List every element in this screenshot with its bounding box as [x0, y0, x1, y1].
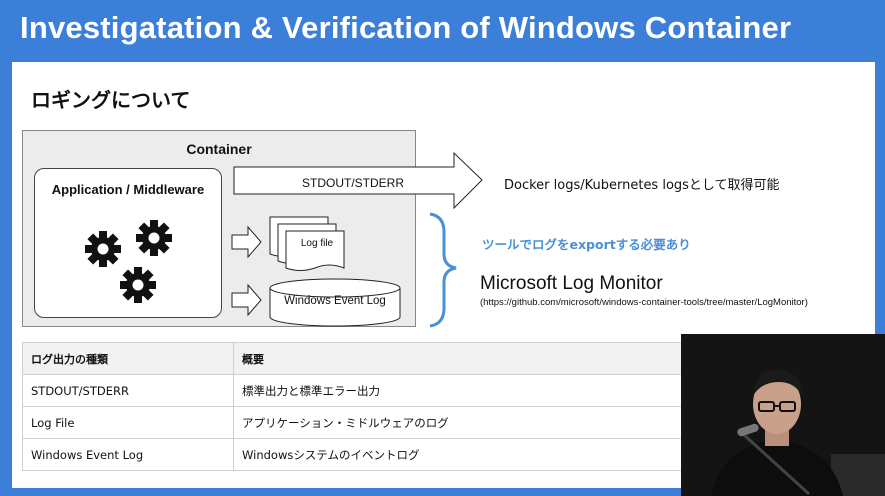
gear-icon [120, 267, 156, 303]
stdout-label: STDOUT/STDERR [302, 176, 404, 190]
table-cell: Windows Event Log [22, 438, 234, 471]
logmon-title: Microsoft Log Monitor [480, 273, 663, 294]
logmon-url: (https://github.com/microsoft/windows-co… [480, 297, 808, 308]
application-box: Application / Middleware [34, 168, 222, 318]
logfile-arrow-icon [231, 225, 262, 259]
table-cell: 標準出力と標準エラー出力 [233, 374, 692, 407]
gear-icon [85, 231, 121, 267]
table-row: Log File アプリケーション・ミドルウェアのログ [22, 406, 692, 439]
table-header-summary: 概要 [233, 342, 692, 375]
table-cell: Windowsシステムのイベントログ [233, 438, 692, 471]
table-header-type: ログ出力の種類 [22, 342, 234, 375]
document-stack-icon [269, 216, 345, 271]
container-label: Container [186, 141, 252, 157]
eventlog-label: Windows Event Log [284, 295, 386, 307]
log-types-table: ログ出力の種類 概要 STDOUT/STDERR 標準出力と標準エラー出力 Lo… [22, 342, 692, 471]
database-icon [269, 278, 401, 327]
header-bar: Investigatation & Verification of Window… [0, 0, 885, 62]
brace-icon [429, 212, 457, 328]
table-row: Windows Event Log Windowsシステムのイベントログ [22, 438, 692, 471]
slide-content: ロギングについて Container Application / Middlew… [12, 62, 875, 488]
presenter-image [681, 334, 885, 496]
eventlog-arrow-icon [231, 283, 262, 317]
page-title: Investigatation & Verification of Window… [20, 10, 792, 45]
docker-note: Docker logs/Kubernetes logsとして取得可能 [504, 178, 780, 193]
export-note: ツールでログをexportする必要あり [482, 237, 691, 252]
table-row: STDOUT/STDERR 標準出力と標準エラー出力 [22, 374, 692, 407]
logfile-label: Log file [300, 238, 334, 249]
stdout-arrow-icon [233, 151, 483, 210]
section-title: ロギングについて [31, 88, 191, 112]
table-cell: Log File [22, 406, 234, 439]
gear-icon [136, 220, 172, 256]
diagram-shapes [231, 151, 483, 328]
presenter-video [681, 334, 885, 496]
table-header-row: ログ出力の種類 概要 [22, 342, 692, 375]
table-cell: STDOUT/STDERR [22, 374, 234, 407]
table-cell: アプリケーション・ミドルウェアのログ [233, 406, 692, 439]
application-label: Application / Middleware [51, 182, 205, 197]
